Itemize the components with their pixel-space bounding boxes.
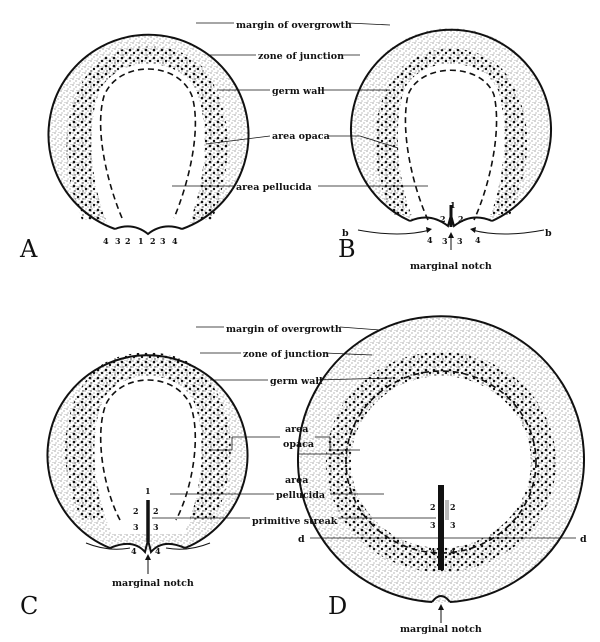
panel-c [46,352,249,574]
section-letter-b-right: b [545,228,552,239]
section-letter-d-left: d [298,534,305,545]
b-num-3r: 3 [457,236,463,246]
d-num-3r: 3 [450,520,456,530]
section-letter-d-right: d [580,534,587,545]
a-num-1: 4 [103,236,109,246]
label-germ-wall-top: germ wall [272,86,325,97]
d-num-1: 1 [438,484,444,494]
a-num-6: 3 [160,236,166,246]
d-num-4l: 4 [430,546,436,556]
a-num-4: 1 [138,236,144,246]
label-area-pellucida-top: area pellucida [236,182,312,193]
rim-a [47,33,250,230]
marginal-notch-label-c: marginal notch [112,578,194,589]
marginal-notch-label-d: marginal notch [400,624,482,635]
a-num-2: 3 [115,236,121,246]
d-num-2l: 2 [430,502,436,512]
panel-d [297,315,585,623]
b-num-4l: 4 [427,235,433,245]
b-num-2r: 2 [458,214,464,224]
d-num-4r: 4 [450,546,456,556]
top-labels: margin of overgrowth zone of junction ge… [172,20,428,193]
panel-label-c: C [20,592,38,620]
panel-label-d: D [328,592,347,620]
label-germ-wall-bottom: germ wall [270,376,323,387]
c-num-1: 1 [145,486,151,496]
inner-boundary-a [99,68,197,219]
c-num-3r: 3 [153,522,159,532]
b-num-2l: 2 [440,214,446,224]
notch-edge-a [114,225,183,236]
label-pellucida-bottom: pellucida [276,490,325,501]
label-zone-of-junction-top: zone of junction [258,51,344,62]
marginal-notch-label-b: marginal notch [410,261,492,272]
numbers-a: 4 3 2 1 2 3 4 [103,236,178,246]
c-num-2l: 2 [133,506,139,516]
c-num-2r: 2 [153,506,159,516]
b-num-1: 1 [450,200,456,210]
bottom-labels: margin of overgrowth zone of junction ge… [152,324,436,527]
section-letter-b-left: b [342,228,349,239]
label-area-2-bottom: area [285,475,308,486]
panel-label-a: A [19,235,38,263]
label-primitive-streak: primitive streak [252,516,338,527]
label-zone-of-junction-bottom: zone of junction [243,349,329,360]
a-num-3: 2 [125,236,131,246]
panel-b [350,28,552,250]
c-num-4r: 4 [155,546,161,556]
panel-label-b: B [338,235,356,263]
a-num-7: 4 [172,236,178,246]
a-num-5: 2 [150,236,156,246]
label-margin-of-overgrowth-bottom: margin of overgrowth [226,324,342,335]
label-area-opaca-top: area opaca [272,131,330,142]
label-area-bottom: area [285,424,308,435]
d-num-2r: 2 [450,502,456,512]
label-opaca-bottom: opaca [283,439,314,450]
b-num-3l: 3 [442,236,448,246]
d-num-3l: 3 [430,520,436,530]
label-margin-of-overgrowth-top: margin of overgrowth [236,20,352,31]
panel-a [47,33,250,236]
c-num-3l: 3 [133,522,139,532]
c-num-4l: 4 [131,546,137,556]
area-pellucida-a [91,63,205,230]
b-num-4r: 4 [475,235,481,245]
